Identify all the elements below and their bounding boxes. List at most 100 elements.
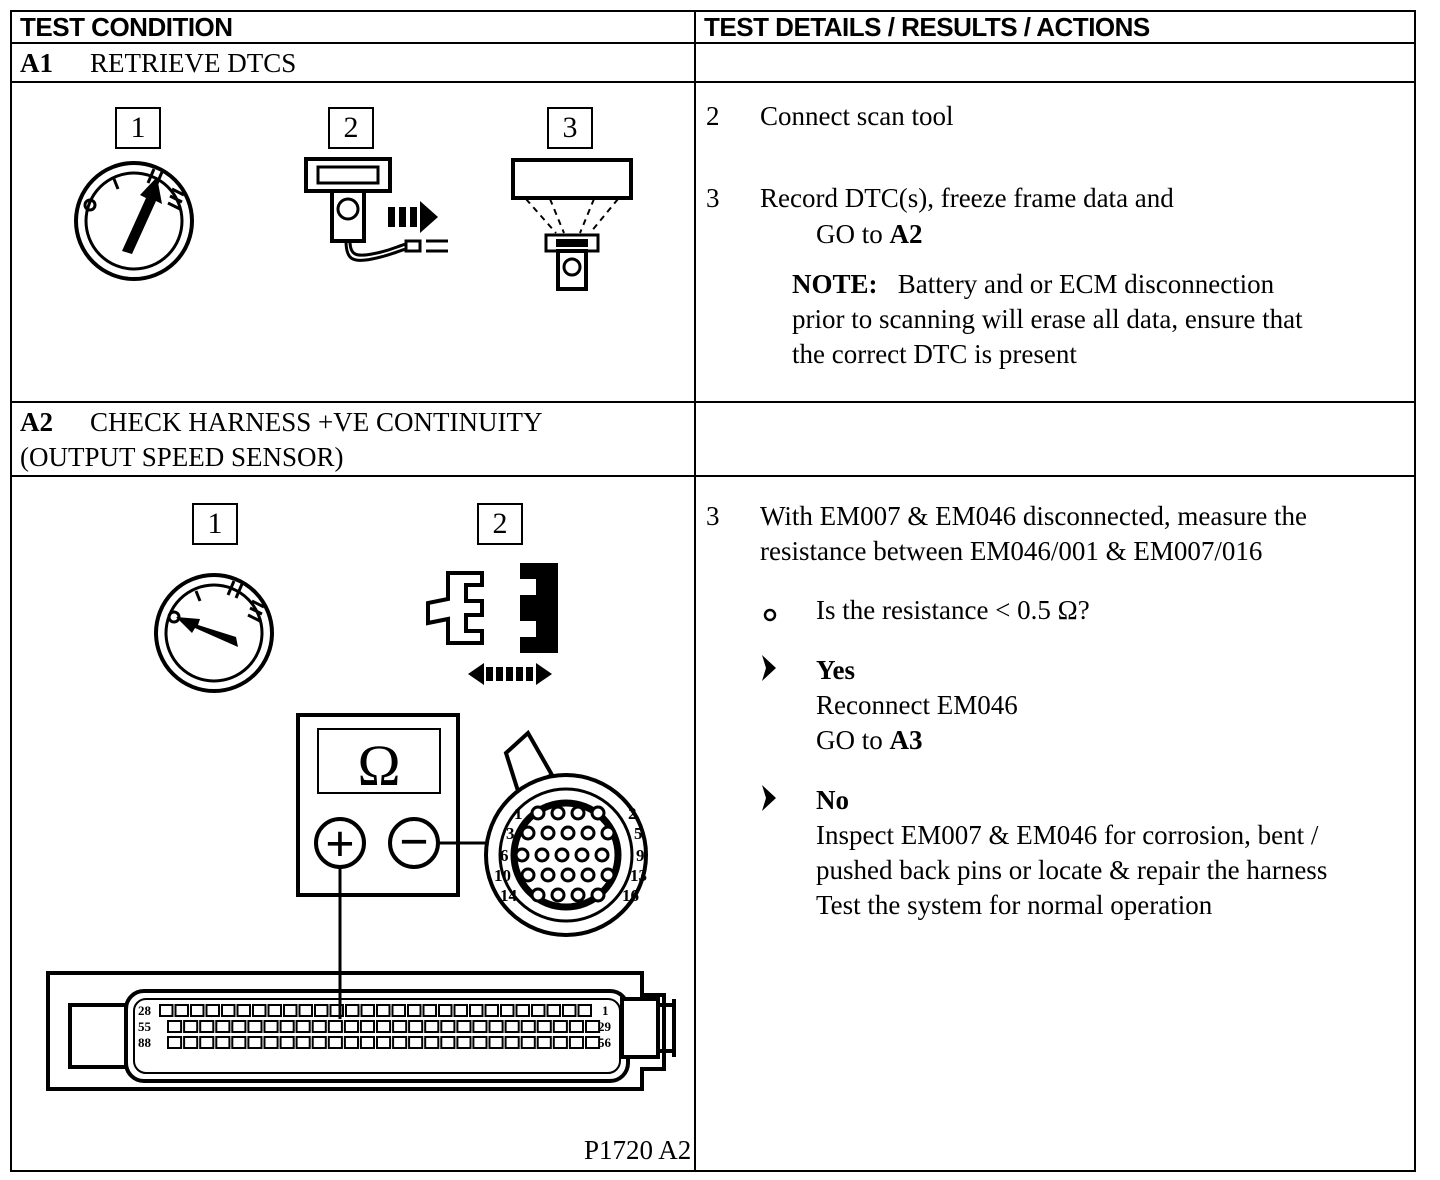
header-test-details: TEST DETAILS / RESULTS / ACTIONS (694, 10, 1416, 44)
a1-action-1-text: Connect scan tool (760, 101, 954, 131)
ecm-pin-socket (520, 1036, 536, 1049)
a1-step-3-box: 3 (547, 107, 593, 149)
connector-disconnect-icon (426, 563, 558, 685)
conn-pin-13: 13 (630, 866, 647, 885)
ecm-pin-socket (359, 1036, 375, 1049)
ecm-pin-socket (221, 1004, 236, 1017)
a2-yes-goto: GO to A3 (816, 723, 923, 758)
ecm-pin-socket (199, 1036, 215, 1049)
conn-pin-6: 6 (500, 846, 509, 865)
ecm-pin-socket (504, 1020, 520, 1033)
a2-no-line-2: pushed back pins or locate & repair the … (816, 855, 1328, 885)
a2-title-line-1: CHECK HARNESS +VE CONTINUITY (90, 407, 543, 437)
ecm-pin-socket (376, 1004, 391, 1017)
ecm-pin-socket (279, 1020, 295, 1033)
ecm-pin-socket (552, 1020, 568, 1033)
a1-note-line-2: prior to scanning will erase all data, e… (792, 304, 1303, 334)
a1-code: A1 (20, 48, 53, 78)
ecm-pin-socket (424, 1036, 440, 1049)
a2-yes-goto-prefix: GO to (816, 725, 890, 755)
ecm-pin-socket (376, 1020, 392, 1033)
table-header-row: TEST CONDITION TEST DETAILS / RESULTS / … (10, 10, 1416, 44)
a2-illustration-cell: 1 2 (10, 475, 696, 1172)
a2-code: A2 (20, 407, 53, 437)
ecm-pin-socket (298, 1004, 313, 1017)
ecm-pin-socket (504, 1036, 520, 1049)
ecm-pin-socket (205, 1004, 220, 1017)
ecm-pin-socket (500, 1004, 515, 1017)
ecm-pin-socket (183, 1036, 199, 1049)
scan-tool-connect-icon (304, 157, 448, 262)
a2-action-num: 3 (706, 501, 720, 531)
ecm-pin-socket (311, 1020, 327, 1033)
ecm-pin-socket (422, 1004, 437, 1017)
ecm-pin-socket (215, 1020, 231, 1033)
ecm-pin-socket (311, 1036, 327, 1049)
conn-pin-1: 1 (514, 804, 523, 823)
ecm-pin-socket (345, 1004, 360, 1017)
ecm-pin-socket (215, 1036, 231, 1049)
ignition-off-icon (154, 573, 274, 693)
ecm-pin-socket (199, 1020, 215, 1033)
conn-pin-3: 3 (506, 824, 515, 843)
conn-pin-16: 16 (622, 886, 639, 905)
ecm-pin-socket (515, 1004, 530, 1017)
ecm-pin-socket (376, 1036, 392, 1049)
ecm-pin-socket (329, 1004, 344, 1017)
ecm-pin-socket (167, 1020, 183, 1033)
wiring-diagram: Ω + − (46, 713, 676, 1091)
ecm-pin-socket (408, 1036, 424, 1049)
conn-pin-14: 14 (500, 886, 518, 905)
ecm-pin-socket (343, 1036, 359, 1049)
ecm-pin-socket (247, 1020, 263, 1033)
ecm-pin-socket (231, 1020, 247, 1033)
ecm-pin-socket (424, 1020, 440, 1033)
ecm-pin-socket (469, 1004, 484, 1017)
ecm-pin-socket (472, 1036, 488, 1049)
ecm-pin-socket (159, 1004, 174, 1017)
ecm-pin-socket (440, 1020, 456, 1033)
a1-action-1-num: 2 (706, 101, 720, 131)
a1-note-line-3: the correct DTC is present (792, 339, 1077, 369)
ecm-pin-socket (247, 1036, 263, 1049)
multimeter-display (317, 728, 441, 794)
ecm-pin-socket (392, 1020, 408, 1033)
ecm-pin-rows (159, 1004, 601, 1049)
a1-step-2-box: 2 (328, 107, 374, 149)
a1-action-2-text: Record DTC(s), freeze frame data and (760, 183, 1174, 213)
ecm-pin-socket (407, 1004, 422, 1017)
ecm-pin-socket (536, 1020, 552, 1033)
yes-arrow-icon (762, 655, 776, 681)
ecm-pin-socket (552, 1036, 568, 1049)
ecm-pin-socket (562, 1004, 577, 1017)
ecm-pin-29: 29 (598, 1019, 612, 1034)
ecm-pin-socket (263, 1036, 279, 1049)
figure-id: P1720 A2 (584, 1135, 692, 1165)
round-connector: 1 2 3 5 6 9 10 13 14 16 (484, 729, 648, 937)
ecm-pin-socket (263, 1020, 279, 1033)
a2-yes-label: Yes (816, 653, 855, 688)
ecm-pin-1: 1 (602, 1003, 609, 1018)
a2-no-label: No (816, 783, 849, 818)
no-arrow-icon (762, 785, 776, 811)
ecm-pin-socket (536, 1036, 552, 1049)
multimeter-body (296, 713, 460, 897)
ecm-pin-socket (252, 1004, 267, 1017)
minus-symbol: − (399, 814, 429, 871)
scan-tool-display-icon (511, 158, 633, 291)
conn-pin-5: 5 (634, 824, 643, 843)
a1-illustration-cell: 1 2 3 (10, 81, 696, 403)
a2-actions-cell: 3 With EM007 & EM046 disconnected, measu… (694, 475, 1416, 1172)
ecm-pin-socket (283, 1004, 298, 1017)
ecm-pin-socket (174, 1004, 189, 1017)
a2-content-row: 1 2 (10, 475, 1416, 1172)
ecm-pin-socket (577, 1004, 592, 1017)
conn-pin-10: 10 (494, 866, 511, 885)
ecm-pin-55: 55 (138, 1019, 152, 1034)
ecm-pin-socket (391, 1004, 406, 1017)
ecm-pin-socket (568, 1036, 585, 1049)
a2-action-line-2: resistance between EM046/001 & EM007/016 (760, 536, 1263, 566)
